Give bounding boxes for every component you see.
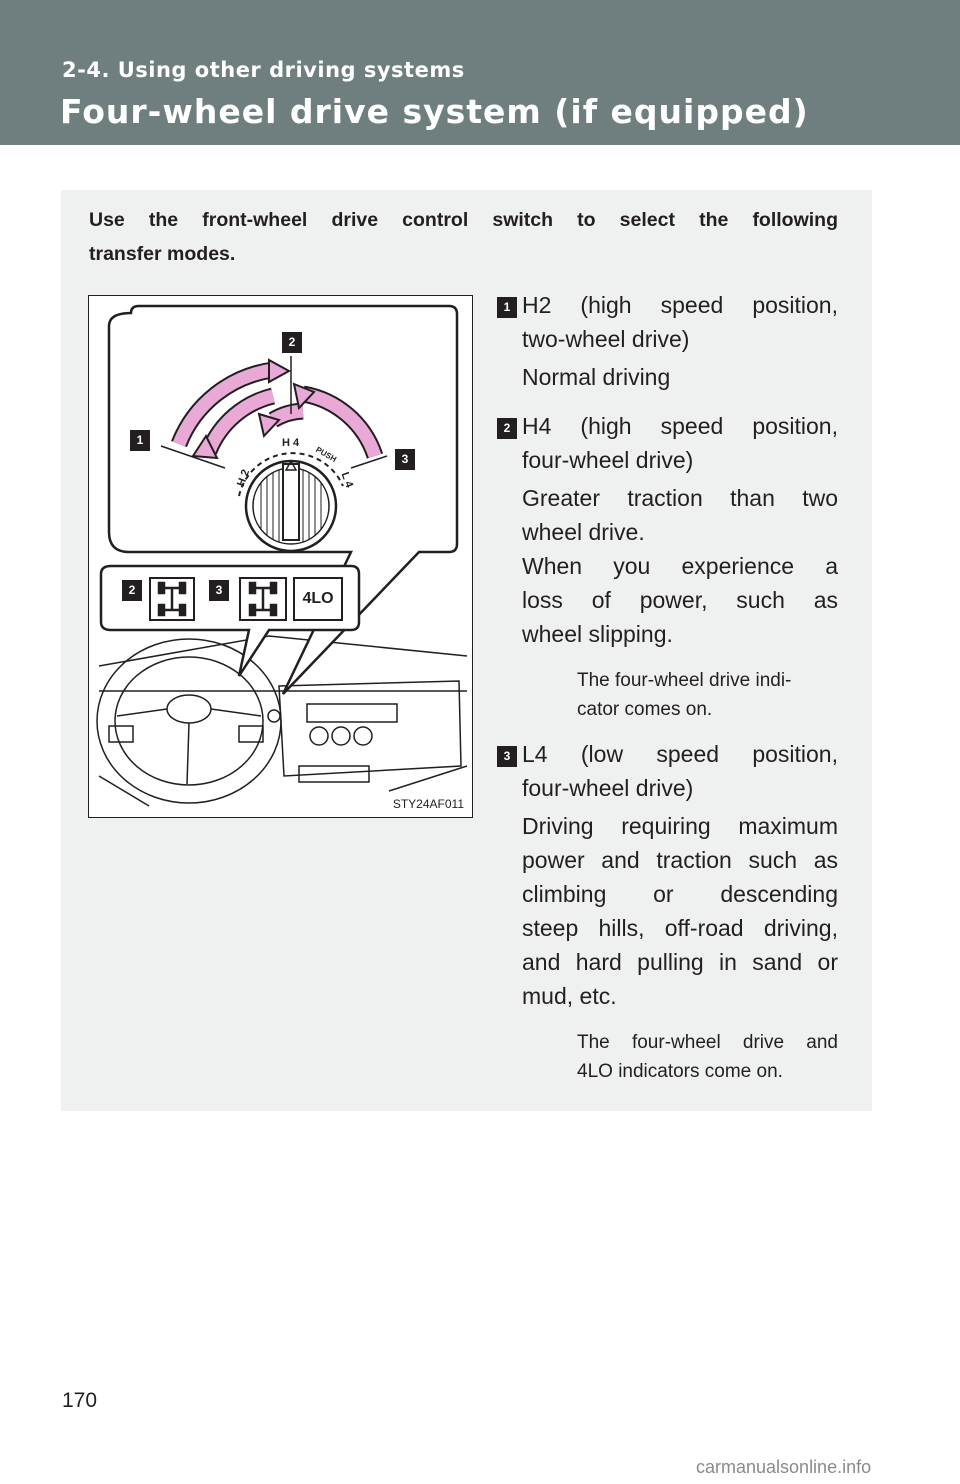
callout-badge-3: 3 [395,449,415,470]
item-heading-line-2: four-wheel drive) [522,447,694,473]
item-heading: H2 (high speed position, two-wheel drive… [522,288,838,356]
figure-code: STY24AF011 [392,797,464,811]
desc-line: Normal driving [522,364,671,390]
callout-badge-2: 2 [282,332,302,353]
indicator-4lo: 4LO [293,577,343,621]
position-lines [160,356,388,469]
page-number: 170 [62,1389,98,1412]
item-heading-line-2: four-wheel drive) [522,775,694,801]
rotation-arrows [171,361,384,459]
arrow-heads [191,358,316,460]
item-number: 1 [497,297,517,318]
indicator-badge-2: 2 [122,580,142,601]
desc-line: loss of power, such as [522,587,838,613]
desc-line: Driving requiring maximum [522,813,838,839]
dashboard-sketch [96,635,468,807]
item-description: Driving requiring maximum power and trac… [522,809,838,1013]
watermark: carmanualsonline.info [696,1457,872,1477]
item-heading: L4 (low speed position, four-wheel drive… [522,737,838,805]
item-note: The four-wheel drive and 4LO indicators … [577,1028,838,1086]
item-note: The four-wheel drive indi- cator comes o… [577,666,838,724]
item-heading-line-1: L4 (low speed position, [522,741,838,767]
label-h4: H 4 [282,437,300,449]
transfer-switch-knob [238,452,344,553]
desc-line: When you experience a [522,553,838,579]
desc-line: and hard pulling in sand or [522,949,838,975]
desc-line: mud, etc. [522,983,617,1009]
indicator-badge-3: 3 [209,580,229,601]
desc-line: wheel slipping. [522,621,673,647]
intro-line-2: transfer modes. [89,243,236,265]
note-line: 4LO indicators come on. [577,1061,783,1082]
four-wheel-indicator-icon-2 [239,577,287,621]
item-heading: H4 (high speed position, four-wheel driv… [522,409,838,477]
item-heading-line-1: H2 (high speed position, [522,292,838,318]
item-heading-line-1: H4 (high speed position, [522,413,838,439]
item-heading-line-2: two-wheel drive) [522,326,690,352]
desc-line: power and traction such as [522,847,838,873]
switch-diagram [96,304,468,807]
note-line: cator comes on. [577,699,713,720]
note-line: The four-wheel drive and [577,1032,838,1053]
section-heading: 2-4. Using other driving systems [62,58,465,82]
dashboard-illustration: H 4 H 2 PUSH L 4 1 2 3 2 3 4LO STY24AF0 [88,295,473,818]
item-number: 3 [497,746,517,767]
note-line: The four-wheel drive indi- [577,670,792,691]
desc-line: steep hills, off-road driving, [522,915,838,941]
desc-line: climbing or descending [522,881,838,907]
item-number: 2 [497,418,517,439]
desc-line: wheel drive. [522,519,645,545]
intro-line-1: Use the front-wheel drive control switch… [89,209,838,231]
page-header: 2-4. Using other driving systems Four-wh… [0,0,960,145]
callout-badge-1: 1 [130,430,150,451]
page-title: Four-wheel drive system (if equipped) [60,92,809,131]
item-description: Greater traction than two wheel drive. W… [522,481,838,651]
item-description: Normal driving [522,360,838,394]
intro-text: Use the front-wheel drive control switch… [89,203,838,271]
four-wheel-indicator-icon [149,577,195,621]
desc-line: Greater traction than two [522,485,838,511]
